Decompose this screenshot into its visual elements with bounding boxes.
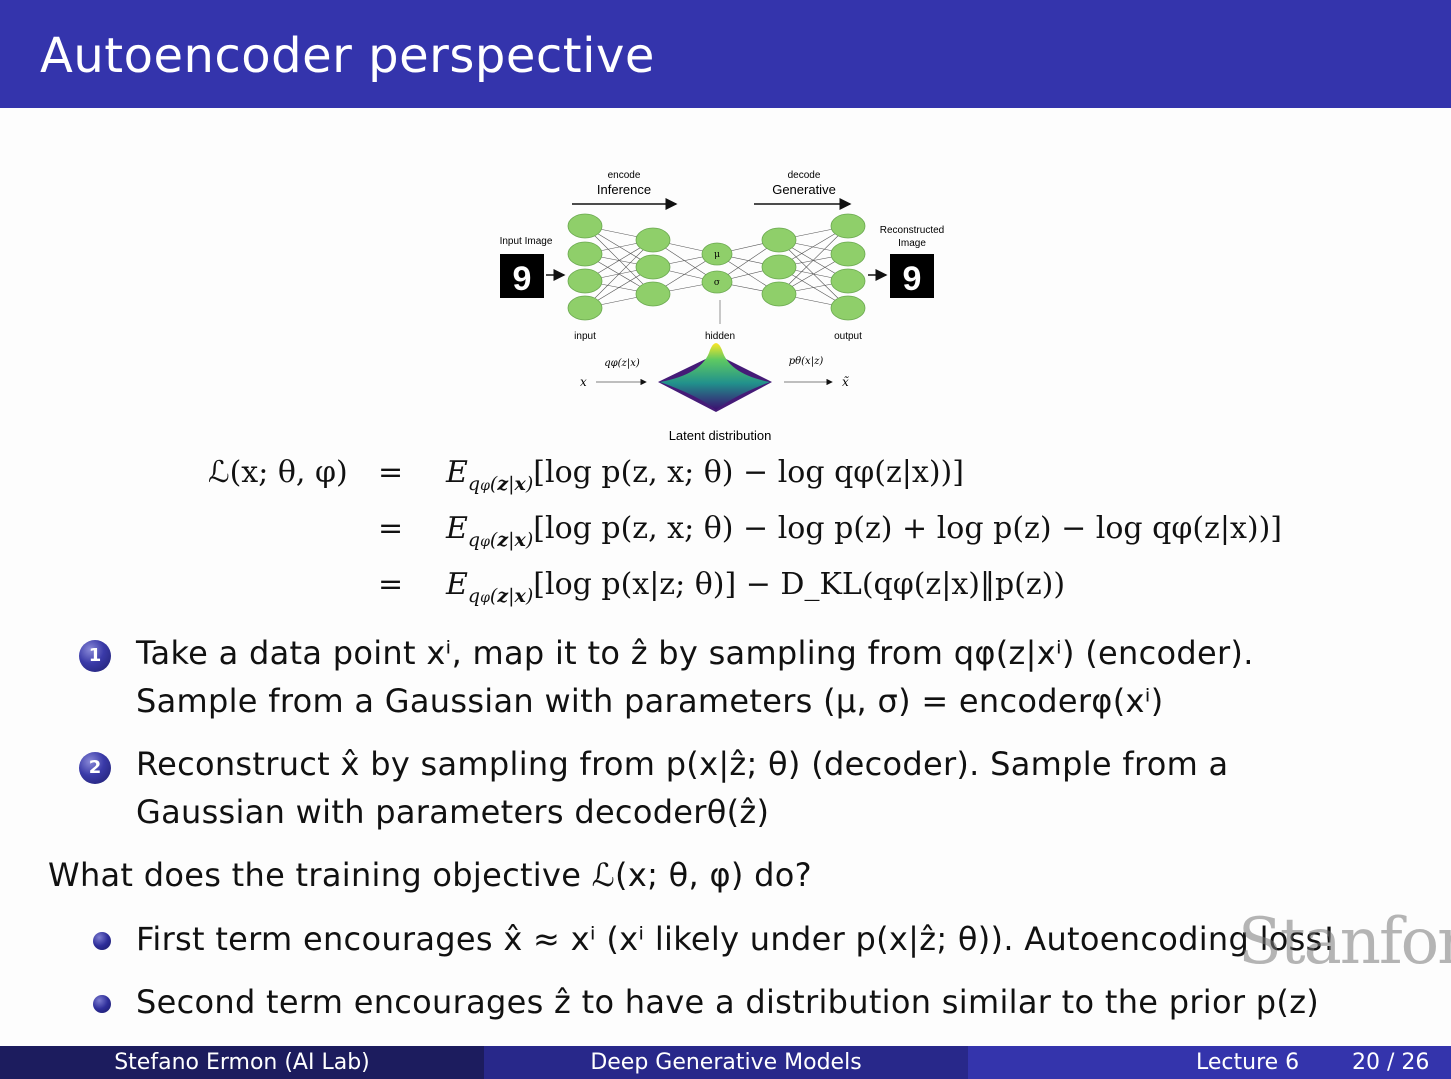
encode-small-label: encode [608, 170, 641, 181]
network-nodes [567, 213, 866, 321]
footer-author: Stefano Ermon (AI Lab) [0, 1046, 484, 1079]
mu-label: μ [714, 250, 720, 260]
network-node [635, 227, 671, 253]
eq3-expectation: Eqφ(z|x) [446, 567, 534, 607]
step-1-line-2: Sample from a Gaussian with parameters (… [136, 682, 1164, 720]
eq-line-1: Eqφ(z|x)[log p(z, x; θ) − log qφ(z|x))] [446, 455, 964, 495]
eq1-expectation: Eqφ(z|x) [446, 455, 534, 495]
footer-lecture: Lecture 6 [1196, 1050, 1300, 1075]
footer-lecture-box: Lecture 6 20 / 26 [968, 1046, 1451, 1079]
input-image [500, 254, 544, 298]
xhat-label: x̃ [842, 375, 849, 389]
slide-title: Autoencoder perspective [40, 28, 655, 84]
p-label: pθ(x|z) [789, 356, 824, 367]
network-node [761, 254, 797, 280]
step-1-line-1: Take a data point xⁱ, map it to ẑ by sam… [136, 634, 1254, 672]
bullet-2-text: Second term encourages ẑ to have a distr… [136, 983, 1320, 1021]
eq2-body: [log p(z, x; θ) − log p(z) + log p(z) − … [533, 511, 1282, 546]
q-label: qφ(z|x) [604, 358, 640, 369]
network-node [701, 242, 733, 266]
output-layer-label: output [834, 331, 862, 342]
network-node [567, 295, 603, 321]
network-node [761, 227, 797, 253]
autoencoder-diagram: encode Inference decode Generative Input… [500, 170, 945, 443]
x-label: x [580, 375, 587, 389]
hidden-layer-label: hidden [705, 331, 735, 342]
bullet-2-marker [93, 995, 111, 1013]
network-node [567, 213, 603, 239]
step-2-line-1: Reconstruct x̂ by sampling from p(x|ẑ; θ… [136, 745, 1229, 783]
generative-label: Generative [772, 182, 836, 197]
output-digit: 9 [903, 260, 922, 298]
training-objective-question: What does the training objective ℒ(x; θ,… [48, 856, 812, 894]
network-node [761, 281, 797, 307]
network-node [567, 268, 603, 294]
eq-line-3: Eqφ(z|x)[log p(x|z; θ)] − D_KL(qφ(z|x)‖p… [446, 567, 1065, 607]
eq2-expectation: Eqφ(z|x) [446, 511, 534, 551]
reconstructed-image [890, 254, 934, 298]
reconstructed-label-1: Reconstructed [880, 225, 944, 236]
eq-equals-3: = [378, 567, 404, 602]
step-2-line-2: Gaussian with parameters decoderθ(ẑ) [136, 793, 770, 831]
bullet-1-marker [93, 932, 111, 950]
footer-page-number: 20 / 26 [1352, 1050, 1430, 1075]
latent-distribution-peak [660, 343, 770, 410]
network-node [635, 281, 671, 307]
reconstructed-label-2: Image [898, 238, 926, 249]
latent-distribution-label: Latent distribution [669, 428, 772, 443]
network-edge [584, 225, 654, 295]
stanford-watermark: Stanfor [1238, 905, 1451, 979]
sigma-label: σ [714, 278, 720, 288]
network-node [635, 254, 671, 280]
network-node [830, 213, 866, 239]
network-edge [778, 225, 849, 295]
step-2-number: 2 [79, 752, 111, 784]
eq-line-2: Eqφ(z|x)[log p(z, x; θ) − log p(z) + log… [446, 511, 1282, 551]
eq-equals-1: = [378, 455, 404, 490]
network-node [567, 241, 603, 267]
input-image-label: Input Image [500, 236, 553, 247]
network-node [830, 268, 866, 294]
network-node [701, 270, 733, 294]
network-edge [584, 239, 654, 309]
autoencoder-figure: encode Inference decode Generative Input… [488, 160, 968, 450]
network-connections [584, 225, 849, 309]
network-node [830, 241, 866, 267]
network-node [830, 295, 866, 321]
eq-equals-2: = [378, 511, 404, 546]
slide-footer: Stefano Ermon (AI Lab) Deep Generative M… [0, 1046, 1451, 1079]
eq-lhs: ℒ(x; θ, φ) [208, 455, 348, 490]
input-digit: 9 [513, 260, 532, 298]
step-1-number: 1 [79, 640, 111, 672]
bullet-1-text: First term encourages x̂ ≈ xⁱ (xⁱ likely… [136, 920, 1336, 958]
inference-label: Inference [597, 182, 651, 197]
input-layer-label: input [574, 331, 596, 342]
decode-small-label: decode [788, 170, 821, 181]
slide-header: Autoencoder perspective [0, 0, 1451, 108]
eq-lhs-text: ℒ(x; θ, φ) [208, 455, 348, 490]
eq1-body: [log p(z, x; θ) − log qφ(z|x))] [533, 455, 964, 490]
eq3-body: [log p(x|z; θ)] − D_KL(qφ(z|x)‖p(z)) [533, 567, 1066, 602]
footer-course: Deep Generative Models [484, 1046, 968, 1079]
